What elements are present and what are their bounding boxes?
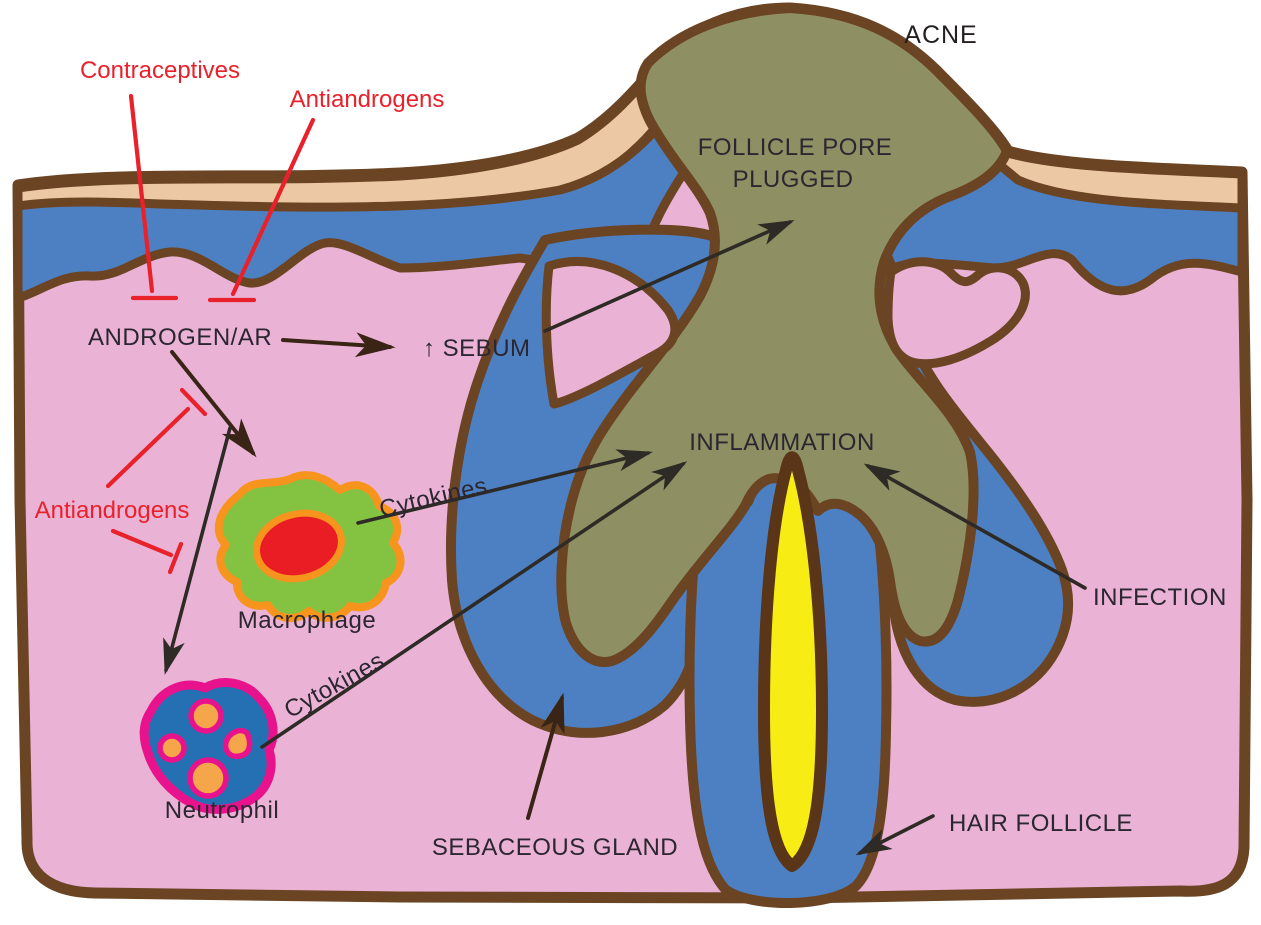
arrow-neutrophil-cytokines xyxy=(260,461,688,749)
macrophage-cell xyxy=(214,471,405,623)
dermal-papilla-left xyxy=(541,257,680,409)
arrow-hair-follicle xyxy=(855,814,935,856)
neutrophil-body xyxy=(139,678,278,814)
arrow-androgen-to-neutrophil xyxy=(163,426,232,675)
inhibitor-antiandrogens-lower-line xyxy=(110,528,184,575)
hair-shaft xyxy=(758,451,828,872)
androgen-ar-label: ANDROGEN/AR xyxy=(88,324,272,351)
acne-label: ACNE xyxy=(904,21,977,49)
arrow-sebum-to-plug xyxy=(543,219,795,333)
inhibitor-antiandrogens-upper-line xyxy=(105,387,208,489)
antiandrogens-left-label: Antiandrogens xyxy=(35,497,190,524)
follicle-pore-label-line2: PLUGGED xyxy=(733,166,854,193)
neutrophil-lobe xyxy=(187,757,229,799)
neutrophil-label: Neutrophil xyxy=(165,797,279,824)
sebaceous-gland-label: SEBACEOUS GLAND xyxy=(432,834,678,861)
inhibitor-contraceptives-line xyxy=(128,93,179,301)
neutrophil-lobe xyxy=(188,698,224,734)
hair-follicle-label: HAIR FOLLICLE xyxy=(949,810,1133,837)
arrow-infection-to-inflammation xyxy=(863,463,1087,590)
arrow-androgen-to-sebum xyxy=(281,332,396,358)
follicle-pore-label-line1: FOLLICLE PORE xyxy=(698,134,893,161)
antiandrogens-top-label: Antiandrogens xyxy=(290,86,445,113)
arrow-sebaceous-gland xyxy=(526,692,565,820)
neutrophil-lobe xyxy=(222,727,253,760)
arrow-macrophage-cytokines xyxy=(356,449,653,525)
inhibitor-antiandrogens-top-line xyxy=(207,117,316,303)
macrophage-nucleus xyxy=(253,509,345,583)
macrophage-label: Macrophage xyxy=(238,607,376,634)
sebum-label: ↑ SEBUM xyxy=(423,335,531,362)
inflammation-label: INFLAMMATION xyxy=(689,429,875,456)
contraceptives-label: Contraceptives xyxy=(80,57,240,84)
infection-label: INFECTION xyxy=(1093,584,1227,611)
neutrophil-cell xyxy=(139,678,278,814)
dermal-papilla-right xyxy=(883,257,1030,369)
neutrophil-lobe xyxy=(157,733,187,763)
arrow-androgen-to-macrophage xyxy=(170,350,257,458)
